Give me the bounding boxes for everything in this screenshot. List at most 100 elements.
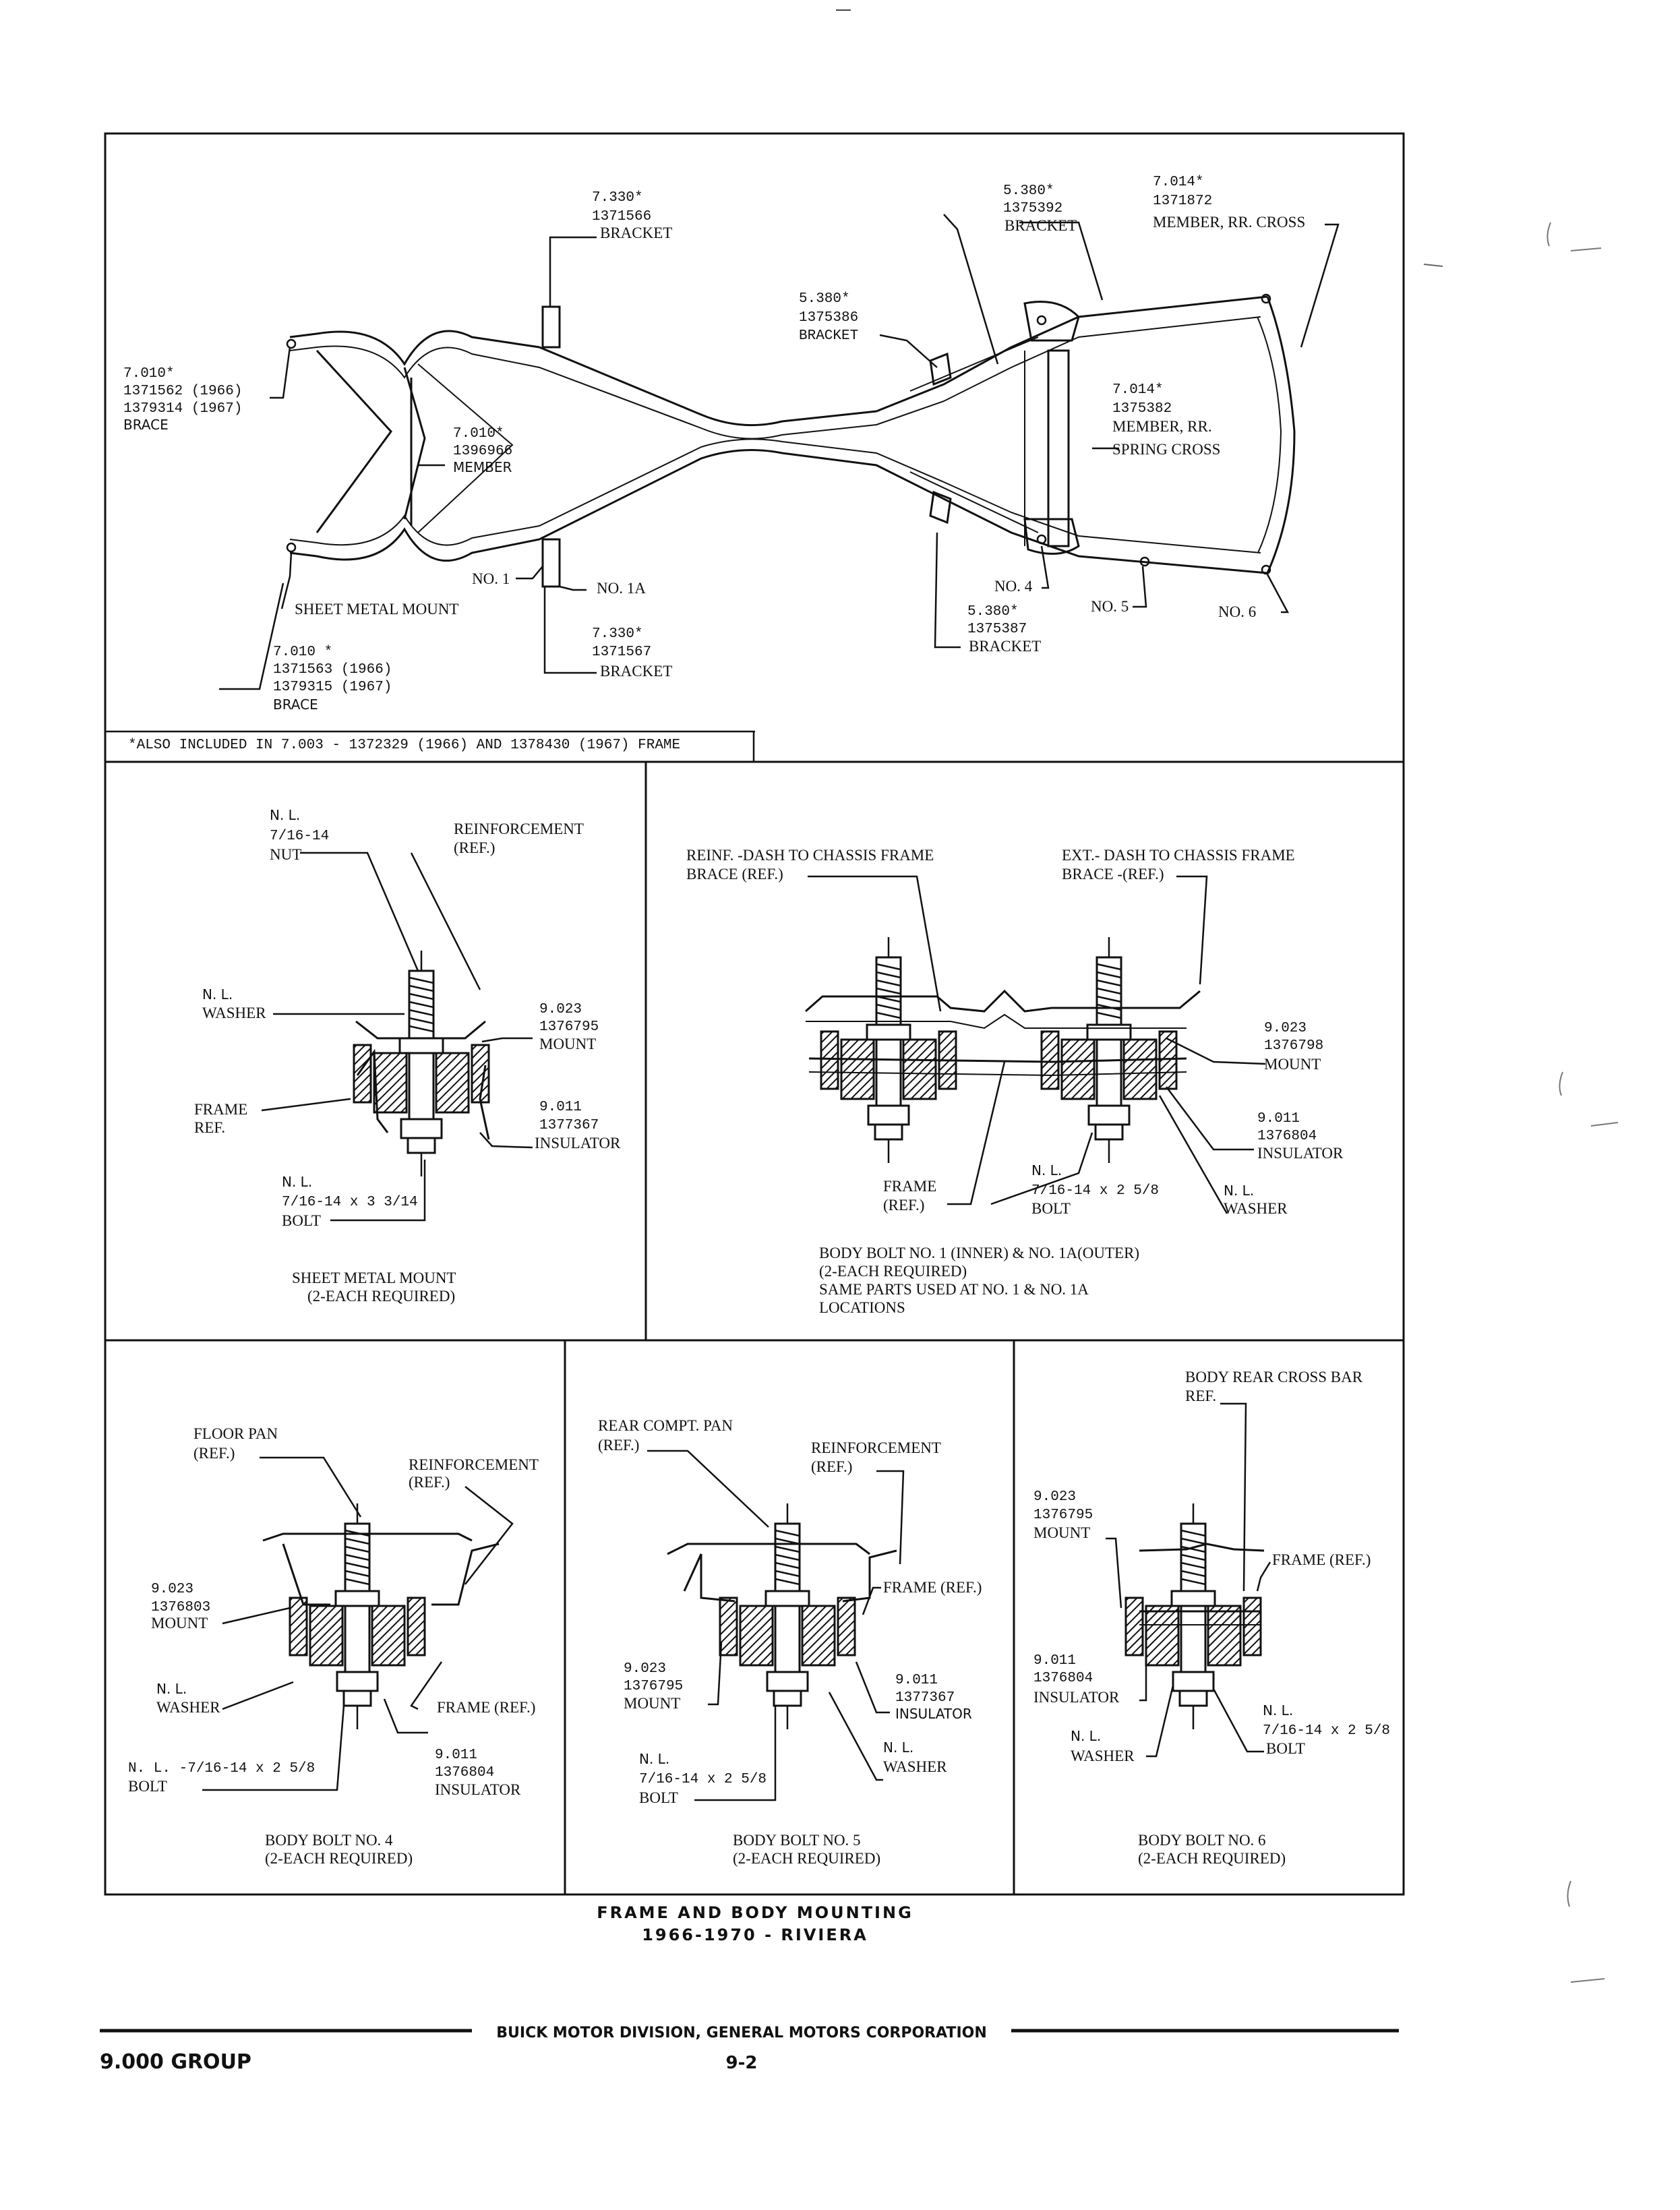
svg-text:1376795: 1376795 (1033, 1507, 1093, 1523)
svg-text:1379314 (1967): 1379314 (1967) (123, 401, 242, 417)
svg-text:BOLT: BOLT (1031, 1200, 1071, 1217)
svg-text:9.011: 9.011 (1257, 1111, 1300, 1127)
svg-text:MEMBER, RR. CROSS: MEMBER, RR. CROSS (1153, 214, 1305, 231)
svg-text:INSULATOR: INSULATOR (535, 1135, 621, 1152)
svg-text:BRACKET: BRACKET (969, 638, 1041, 655)
svg-text:N. L.: N. L. (1031, 1162, 1062, 1178)
bracket-7330-a-code: 7.330* (592, 190, 643, 206)
svg-text:N. L. -7/16-14 x 2 5/8: N. L. -7/16-14 x 2 5/8 (128, 1761, 315, 1776)
svg-text:(2-EACH REQUIRED): (2-EACH REQUIRED) (733, 1850, 880, 1867)
svg-text:1376795: 1376795 (539, 1019, 599, 1035)
svg-text:7.010*: 7.010* (123, 366, 175, 382)
svg-text:1371566: 1371566 (592, 209, 651, 225)
svg-text:MOUNT: MOUNT (151, 1615, 208, 1632)
division-name: BUICK MOTOR DIVISION, GENERAL MOTORS COR… (496, 2025, 987, 2041)
svg-text:BRACE (REF.): BRACE (REF.) (686, 866, 783, 883)
svg-text:BRACKET: BRACKET (600, 225, 672, 241)
svg-text:7.014*: 7.014* (1112, 382, 1164, 398)
svg-text:1371872: 1371872 (1153, 193, 1212, 209)
svg-text:(REF.): (REF.) (811, 1458, 852, 1475)
chassis-frame-drawing (286, 293, 1296, 588)
svg-text:N. L.: N. L. (282, 1174, 312, 1190)
svg-text:9.011: 9.011 (1033, 1653, 1076, 1669)
svg-text:FRAME (REF.): FRAME (REF.) (1272, 1551, 1371, 1568)
svg-text:(2-EACH REQUIRED): (2-EACH REQUIRED) (819, 1263, 967, 1280)
svg-text:FRAME (REF.): FRAME (REF.) (437, 1699, 535, 1716)
svg-text:REINF. -DASH TO CHASSIS FRAME: REINF. -DASH TO CHASSIS FRAME (686, 847, 934, 864)
svg-text:MOUNT: MOUNT (1033, 1524, 1090, 1541)
svg-text:(2-EACH REQUIRED): (2-EACH REQUIRED) (265, 1850, 413, 1867)
svg-text:1376803: 1376803 (151, 1600, 210, 1615)
svg-text:7.330*: 7.330* (592, 626, 643, 642)
svg-text:1371563 (1966): 1371563 (1966) (273, 662, 392, 678)
svg-text:EXT.- DASH TO CHASSIS FRAME: EXT.- DASH TO CHASSIS FRAME (1062, 847, 1295, 864)
svg-text:MOUNT: MOUNT (539, 1036, 596, 1052)
svg-text:N. L.: N. L. (639, 1751, 669, 1767)
svg-text:BOLT: BOLT (282, 1212, 321, 1229)
frame-footnote: *ALSO INCLUDED IN 7.003 - 1372329 (1966)… (128, 738, 680, 753)
svg-text:5.380*: 5.380* (967, 604, 1019, 620)
svg-text:5.380*: 5.380* (1003, 183, 1054, 199)
svg-text:1376804: 1376804 (1257, 1129, 1317, 1144)
svg-text:7.010 *: 7.010 * (273, 645, 332, 660)
svg-text:INSULATOR: INSULATOR (1257, 1145, 1344, 1162)
svg-text:7.010*: 7.010* (453, 426, 504, 442)
svg-text:INSULATOR: INSULATOR (435, 1781, 521, 1798)
svg-text:N. L.: N. L. (156, 1681, 187, 1697)
svg-text:1376798: 1376798 (1264, 1038, 1323, 1054)
svg-text:(REF.): (REF.) (883, 1197, 924, 1214)
svg-text:5.380*: 5.380* (799, 291, 850, 307)
svg-text:NO. 6: NO. 6 (1218, 603, 1256, 620)
svg-text:SPRING CROSS: SPRING CROSS (1112, 441, 1220, 458)
svg-text:WASHER: WASHER (202, 1005, 266, 1021)
svg-text:NO. 4: NO. 4 (994, 578, 1033, 595)
svg-text:BRACE: BRACE (123, 417, 169, 433)
svg-text:1375392: 1375392 (1003, 201, 1062, 216)
bolt-location-no-4: NO. 4 (994, 578, 1033, 595)
caption-body-bolt-5: BODY BOLT NO. 5 (733, 1832, 861, 1849)
svg-text:INSULATOR: INSULATOR (895, 1706, 972, 1722)
svg-text:(REF.): (REF.) (409, 1474, 450, 1491)
svg-text:REINFORCEMENT: REINFORCEMENT (811, 1439, 941, 1456)
svg-text:BODY REAR CROSS BAR: BODY REAR CROSS BAR (1185, 1369, 1363, 1385)
svg-text:9.023: 9.023 (539, 1002, 582, 1017)
panel-body-bolt-1: REINF. -DASH TO CHASSIS FRAME BRACE (REF… (686, 847, 1344, 1316)
svg-text:7/16-14: 7/16-14 (270, 829, 329, 844)
bolt-location-no-6: NO. 6 (1218, 603, 1256, 620)
svg-text:N. L.: N. L. (883, 1739, 913, 1756)
svg-text:WASHER: WASHER (883, 1758, 947, 1775)
svg-text:1375386: 1375386 (799, 310, 858, 326)
svg-text:1371567: 1371567 (592, 645, 651, 660)
panel-sheet-metal-mount: N. L. 7/16-14 NUT REINFORCEMENT (REF.) N… (194, 807, 621, 1305)
svg-text:7.330*: 7.330* (592, 190, 643, 206)
svg-text:INSULATOR: INSULATOR (1033, 1689, 1120, 1706)
svg-text:SAME PARTS USED AT NO. 1 & NO.: SAME PARTS USED AT NO. 1 & NO. 1A (819, 1281, 1089, 1298)
page-footer: BUICK MOTOR DIVISION, GENERAL MOTORS COR… (100, 2025, 1399, 2074)
bolt-location-no-1: NO. 1 (472, 570, 510, 587)
svg-text:REINFORCEMENT: REINFORCEMENT (454, 820, 584, 837)
svg-text:REF.: REF. (1185, 1387, 1216, 1404)
svg-text:7/16-14 x 2 5/8: 7/16-14 x 2 5/8 (1263, 1723, 1390, 1739)
svg-text:9.011: 9.011 (539, 1100, 582, 1115)
svg-text:MEMBER, RR.: MEMBER, RR. (1112, 418, 1212, 435)
page-number: 9-2 (726, 2053, 758, 2073)
caption-sheet-metal-mount: SHEET METAL MOUNT (292, 1270, 456, 1286)
svg-text:(2-EACH REQUIRED): (2-EACH REQUIRED) (1138, 1850, 1286, 1867)
svg-text:(REF.): (REF.) (193, 1445, 235, 1462)
svg-text:WASHER: WASHER (1224, 1200, 1288, 1217)
caption-body-bolt-1: BODY BOLT NO. 1 (INNER) & NO. 1A(OUTER) (819, 1245, 1139, 1261)
frame-leader-lines (219, 214, 1443, 690)
svg-text:SHEET METAL MOUNT: SHEET METAL MOUNT (295, 601, 458, 618)
svg-text:WASHER: WASHER (1071, 1748, 1135, 1764)
svg-text:REF.: REF. (194, 1119, 225, 1136)
svg-text:7.014*: 7.014* (1153, 175, 1204, 190)
svg-text:1377367: 1377367 (539, 1118, 599, 1133)
svg-text:NO. 1A: NO. 1A (597, 580, 646, 597)
svg-text:1376804: 1376804 (1033, 1671, 1093, 1686)
caption-body-bolt-6: BODY BOLT NO. 6 (1138, 1832, 1266, 1849)
svg-text:BRACKET: BRACKET (799, 328, 858, 344)
svg-text:(REF.): (REF.) (598, 1437, 639, 1454)
svg-text:N. L.: N. L. (270, 807, 300, 823)
svg-text:BOLT: BOLT (639, 1789, 678, 1806)
